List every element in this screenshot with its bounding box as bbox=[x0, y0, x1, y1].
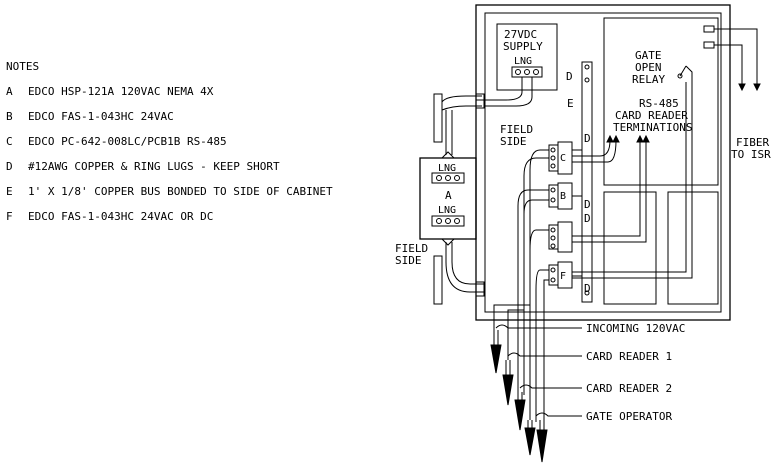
note-key-c: C bbox=[6, 135, 13, 148]
note-key-a: A bbox=[6, 85, 13, 98]
field-side-outer-1: FIELD bbox=[395, 242, 428, 255]
gate-label-2: OPEN bbox=[635, 61, 662, 74]
device-c-label: C bbox=[560, 153, 566, 164]
callout-incoming: INCOMING 120VAC bbox=[586, 322, 685, 335]
notes-block: NOTES A EDCO HSP-121A 120VAC NEMA 4X B E… bbox=[6, 60, 333, 223]
bus-label: E bbox=[567, 97, 574, 110]
fiber-label-1: FIBER bbox=[736, 136, 769, 149]
arrow-incoming bbox=[490, 344, 502, 374]
fiber-runs: FIBER TO ISR bbox=[714, 28, 771, 161]
relay-contact-icon bbox=[677, 73, 683, 79]
note-text-a: EDCO HSP-121A 120VAC NEMA 4X bbox=[28, 85, 214, 98]
rs485-label-2: CARD READER bbox=[615, 109, 688, 122]
fiber-terminal-2 bbox=[703, 41, 715, 49]
field-side-inner-1: FIELD bbox=[500, 123, 533, 136]
rs485-panel bbox=[603, 17, 719, 186]
box-a-lng-bottom: LNG bbox=[438, 205, 456, 216]
bus-bar bbox=[581, 61, 593, 303]
supply-terminal bbox=[511, 66, 543, 78]
supply-lng: LNG bbox=[514, 56, 532, 67]
panel-slot-left bbox=[603, 191, 657, 305]
d-label-b2: D bbox=[584, 212, 591, 225]
arrow-gate-op-2 bbox=[536, 429, 548, 463]
callout-card-reader-2: CARD READER 2 bbox=[586, 382, 672, 395]
device-c: C D bbox=[548, 132, 591, 175]
box-a-enclosure bbox=[419, 157, 477, 240]
conduits: FIELD SIDE bbox=[395, 93, 485, 305]
supply-label-1: 27VDC bbox=[504, 28, 537, 41]
field-side-outer-2: SIDE bbox=[395, 254, 422, 267]
device-f-label: F bbox=[560, 271, 566, 282]
arrow-gate-op-1 bbox=[524, 427, 536, 456]
arrow-card-reader-2 bbox=[514, 399, 526, 431]
device-b-label: B bbox=[560, 191, 566, 202]
d-label-top: D bbox=[566, 70, 573, 83]
fiber-label-2: TO ISR bbox=[731, 148, 771, 161]
field-side-inner-2: SIDE bbox=[500, 135, 527, 148]
d-label-c: D bbox=[584, 132, 591, 145]
notes-title: NOTES bbox=[6, 60, 39, 73]
arrow-card-reader-1 bbox=[502, 374, 514, 406]
note-text-d: #12AWG COPPER & RING LUGS - KEEP SHORT bbox=[28, 160, 280, 173]
callout-card-reader-1: CARD READER 1 bbox=[586, 350, 672, 363]
rs485-label-3: TERMINATIONS bbox=[613, 121, 692, 134]
note-key-d: D bbox=[6, 160, 13, 173]
power-supply: 27VDC SUPPLY LNG bbox=[496, 23, 558, 91]
d-label-f: D bbox=[584, 282, 591, 295]
device-f: F D bbox=[548, 261, 591, 295]
note-text-e: 1' X 1/8' COPPER BUS BONDED TO SIDE OF C… bbox=[28, 185, 333, 198]
rs485-label-1: RS-485 bbox=[639, 97, 679, 110]
device-b: B D bbox=[548, 182, 591, 211]
controller-panel: GATE OPEN RELAY RS-485 CARD READER TERMI… bbox=[603, 17, 719, 305]
device-b2-body bbox=[557, 221, 573, 253]
device-b-2: D bbox=[548, 212, 591, 253]
note-key-b: B bbox=[6, 110, 13, 123]
box-a: LNG A LNG bbox=[419, 151, 477, 246]
gate-label-1: GATE bbox=[635, 49, 662, 62]
fiber-terminal-1 bbox=[703, 25, 715, 33]
copper-bus: E D bbox=[566, 61, 593, 303]
supply-label-2: SUPPLY bbox=[503, 40, 543, 53]
d-label-b1: D bbox=[584, 198, 591, 211]
callout-gate-operator: GATE OPERATOR bbox=[586, 410, 672, 423]
panel-slot-right bbox=[667, 191, 719, 305]
cable-callouts: INCOMING 120VAC CARD READER 1 CARD READE… bbox=[490, 322, 685, 463]
note-text-f: EDCO FAS-1-043HC 24VAC OR DC bbox=[28, 210, 213, 223]
gate-label-3: RELAY bbox=[632, 73, 665, 86]
internal-wiring bbox=[493, 65, 693, 422]
supply-box bbox=[496, 23, 558, 91]
note-key-f: F bbox=[6, 210, 13, 223]
box-a-lng-top: LNG bbox=[438, 163, 456, 174]
note-text-b: EDCO FAS-1-043HC 24VAC bbox=[28, 110, 174, 123]
cabinet-inner bbox=[484, 12, 722, 313]
note-text-c: EDCO PC-642-008LC/PCB1B RS-485 bbox=[28, 135, 227, 148]
note-key-e: E bbox=[6, 185, 13, 198]
box-a-letter: A bbox=[445, 189, 452, 202]
